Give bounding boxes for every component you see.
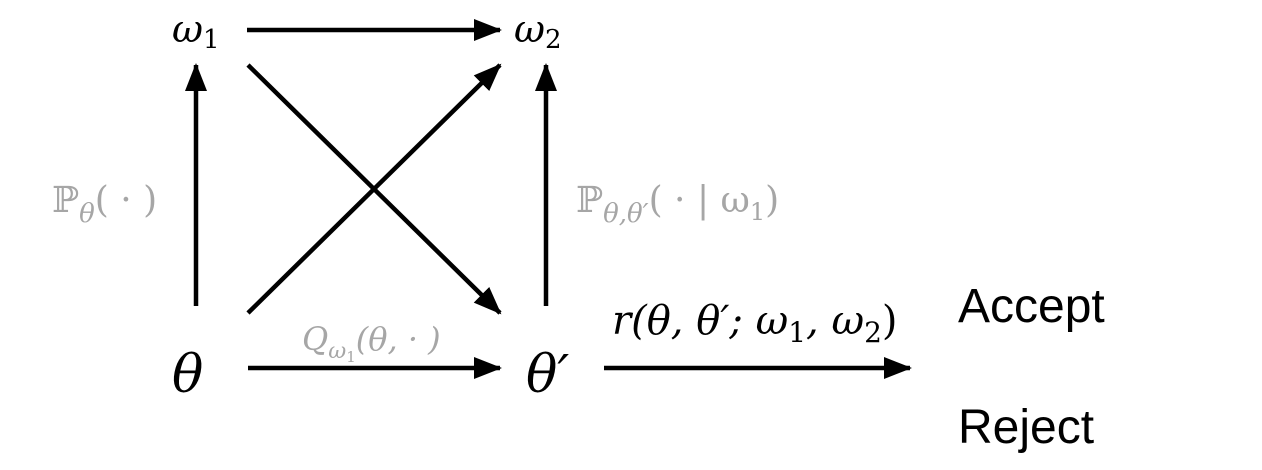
node-omega1: ω1	[172, 7, 220, 55]
node-theta: θ	[172, 345, 203, 405]
arrow-theta-to-omega2	[246, 63, 502, 315]
label-p-theta-theta-prime: ℙθ,θ′( · | ω1)	[576, 180, 779, 229]
label-r: r(θ, θ′; ω1, ω2)	[612, 298, 898, 349]
node-theta-prime: θ′	[526, 345, 569, 405]
reject-label: Reject	[958, 401, 1094, 454]
node-omega2: ω2	[514, 7, 562, 55]
label-p-theta: ℙθ( · )	[52, 180, 157, 229]
accept-label: Accept	[958, 280, 1105, 333]
label-q-omega: Qω1(θ, · )	[302, 320, 441, 366]
